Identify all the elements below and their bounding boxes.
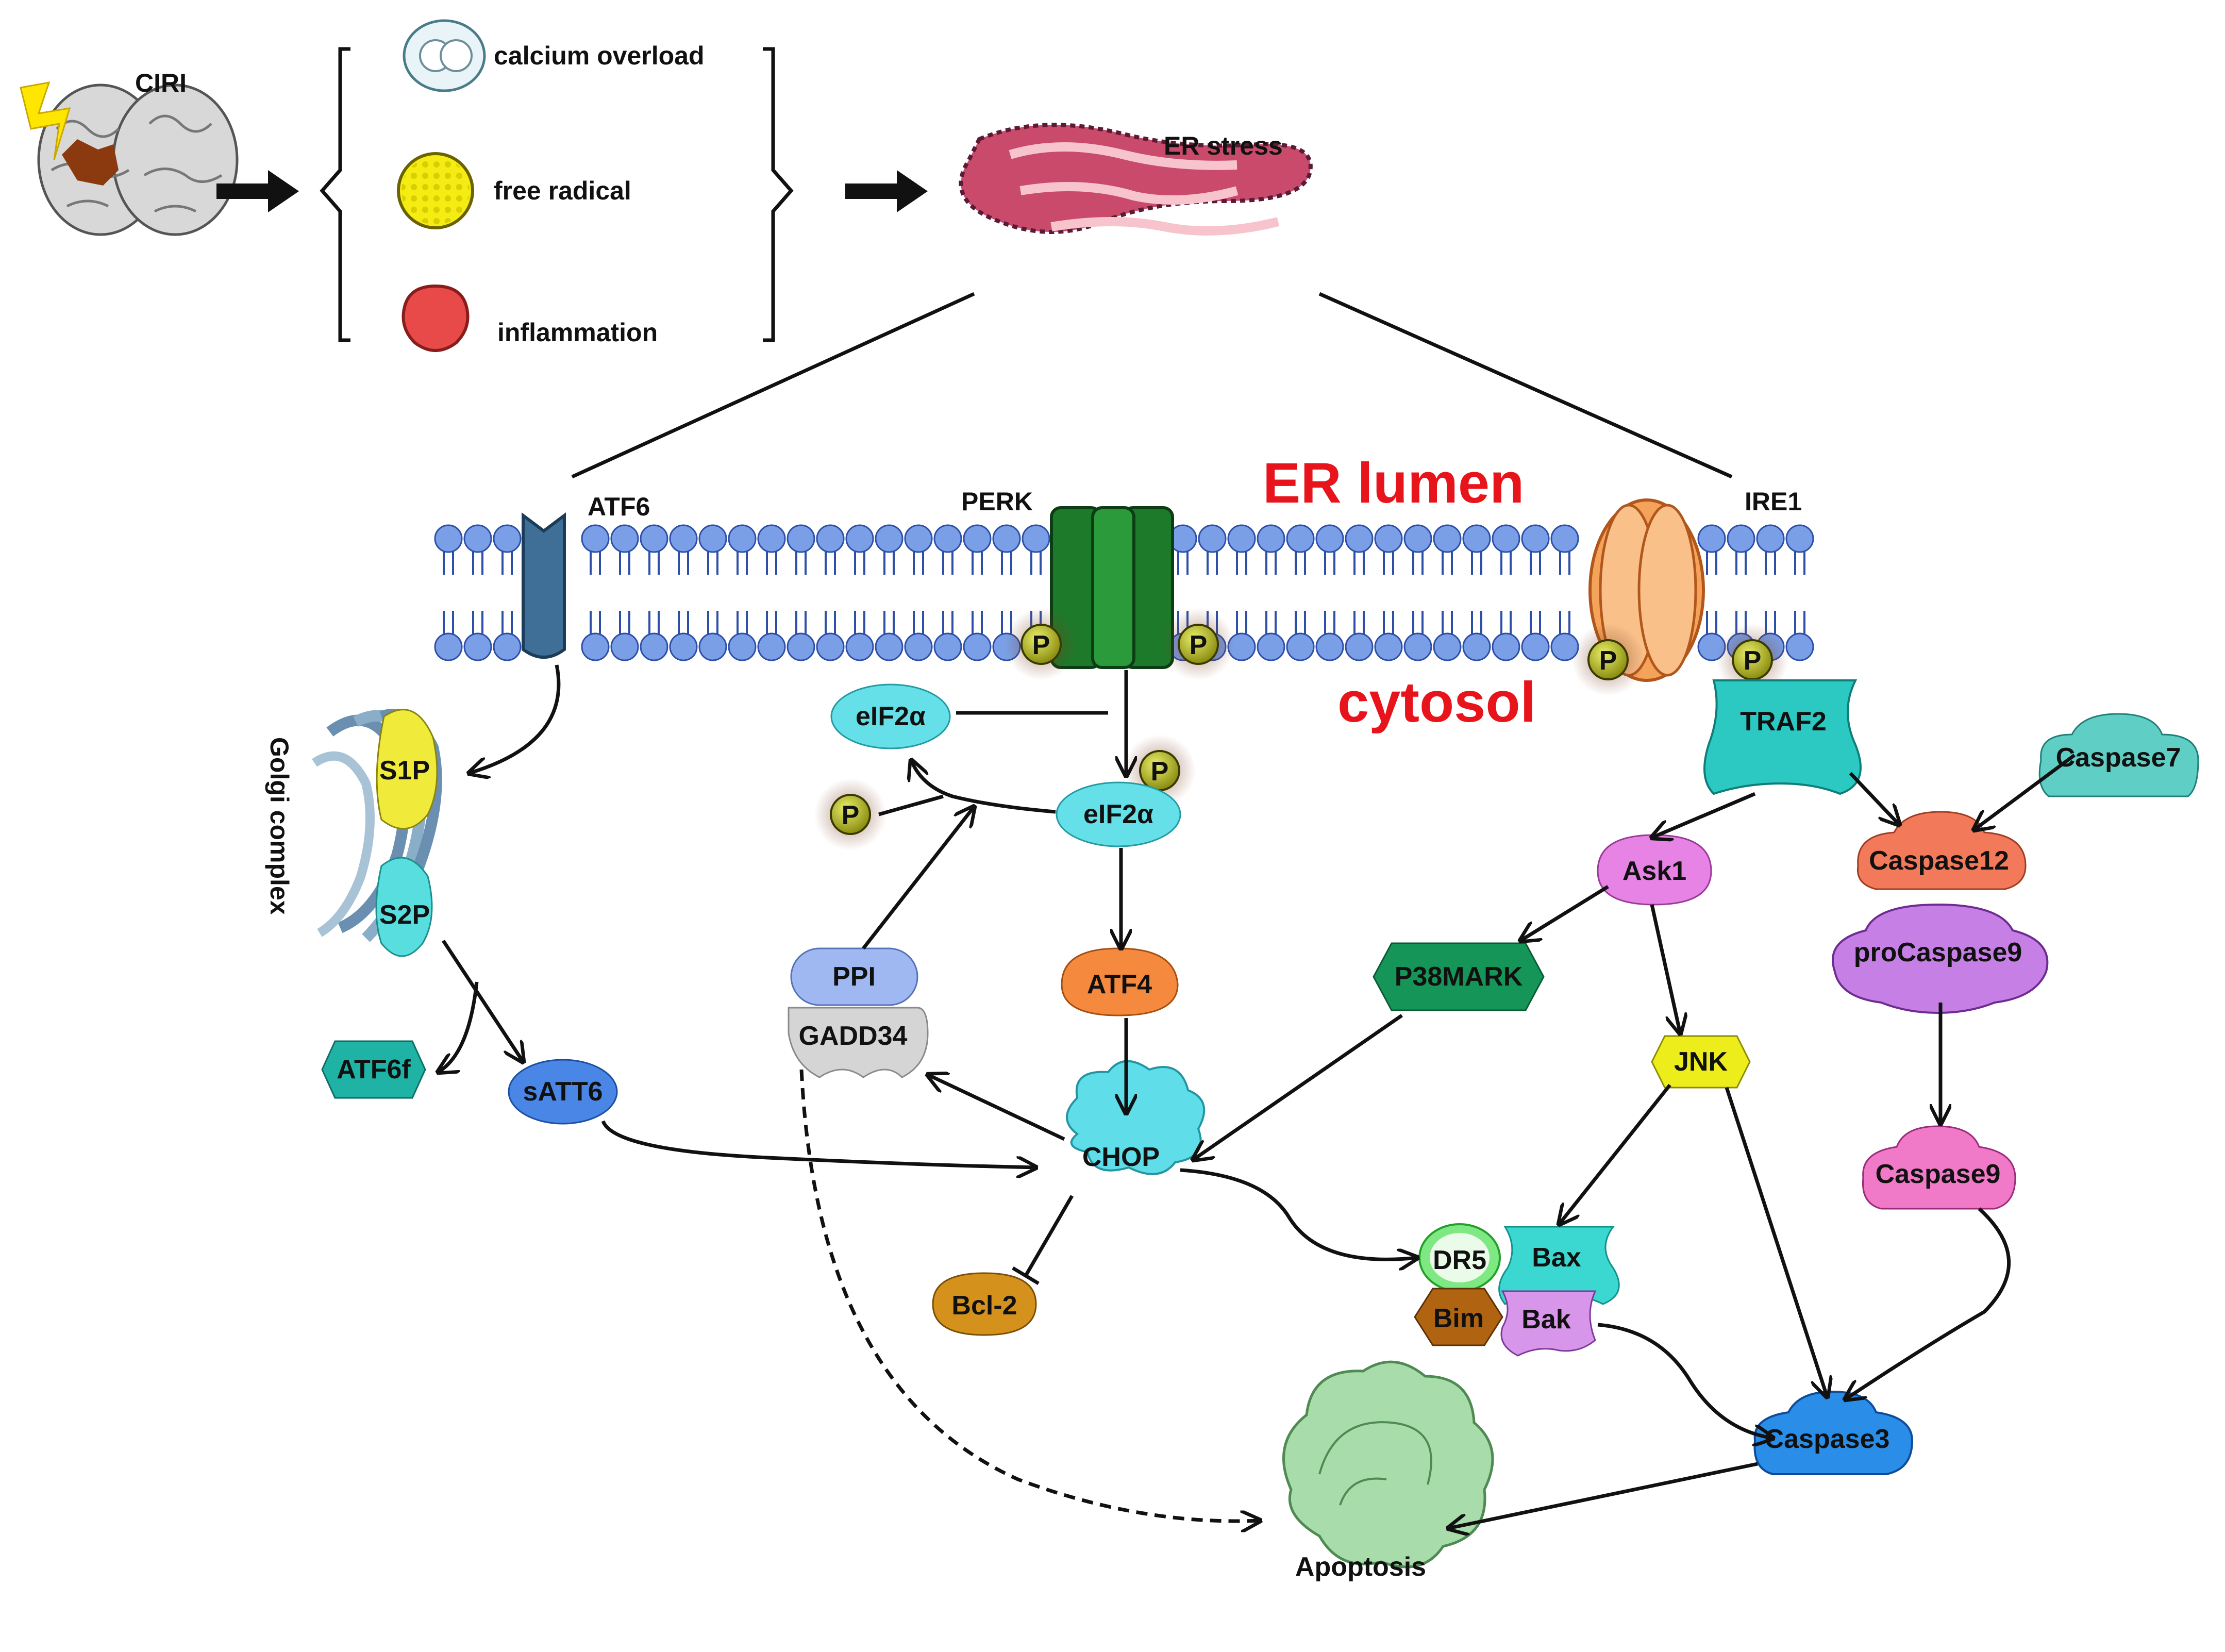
phosphate-label: P xyxy=(1744,646,1762,676)
er-membrane xyxy=(434,524,1814,661)
caspase7-node: Caspase7 xyxy=(2038,713,2199,797)
bim-label: Bim xyxy=(1433,1304,1484,1333)
phosphate-label: P xyxy=(1599,646,1617,676)
chop-label: CHOP xyxy=(1082,1142,1160,1172)
jnk-label: JNK xyxy=(1674,1047,1728,1077)
right-brace xyxy=(763,47,794,342)
er-lumen-label: ER lumen xyxy=(1263,452,1524,515)
apoptosis-node: Apoptosis xyxy=(1282,1360,1494,1582)
perk-label: PERK xyxy=(961,487,1033,516)
gadd34-label: GADD34 xyxy=(799,1021,908,1051)
phosphate-icon: P xyxy=(1162,608,1234,680)
caspase3-label: Caspase3 xyxy=(1765,1424,1890,1454)
caspase7-label: Caspase7 xyxy=(2056,743,2181,773)
atf6-label: ATF6 xyxy=(588,492,650,521)
chop-node: CHOP xyxy=(1066,1060,1206,1175)
left-brace xyxy=(320,47,350,342)
s2p-label: S2P xyxy=(379,900,430,930)
gadd34-node: GADD34 xyxy=(788,1007,929,1078)
brain-icon xyxy=(20,81,239,236)
ire1-receptor xyxy=(1588,498,1705,682)
cause-free-radical-label: free radical xyxy=(494,176,631,205)
traf2-label: TRAF2 xyxy=(1740,707,1827,737)
caspase12-label: Caspase12 xyxy=(1869,846,2009,876)
phosphate-label: P xyxy=(1190,630,1208,660)
zoom-line-right xyxy=(1318,292,1733,479)
phosphate-icon: P xyxy=(814,778,886,850)
atf4-label: ATF4 xyxy=(1087,970,1152,999)
atf6f-label: ATF6f xyxy=(337,1055,411,1084)
bak-node: Bak xyxy=(1500,1290,1597,1357)
ask1-label: Ask1 xyxy=(1622,856,1686,886)
traf2-node: TRAF2 xyxy=(1703,679,1862,795)
s2p-node: S2P xyxy=(375,857,433,957)
phosphate-label: P xyxy=(1151,757,1169,787)
bim-node: Bim xyxy=(1414,1288,1503,1346)
cause-calcium-label: calcium overload xyxy=(494,41,705,70)
phosphate-icon: P xyxy=(1572,624,1644,696)
arrow-right-icon xyxy=(216,170,299,212)
procaspase9-node: proCaspase9 xyxy=(1832,903,2049,1014)
bax-node: Bax xyxy=(1498,1226,1620,1305)
atf6-receptor xyxy=(522,512,566,659)
p38-label: P38MARK xyxy=(1395,962,1523,992)
eif2a-top-label: eIF2α xyxy=(856,702,926,731)
er-stress-icon xyxy=(959,123,1313,236)
free-radical-icon xyxy=(397,152,474,229)
phosphate-icon: P xyxy=(1005,608,1077,680)
satt6-label: sATT6 xyxy=(523,1077,603,1107)
ciri-label: CIRI xyxy=(135,69,187,97)
golgi-label: Golgi complex xyxy=(265,737,294,915)
caspase9-label: Caspase9 xyxy=(1876,1159,2001,1189)
phosphate-label: P xyxy=(842,800,860,830)
ppi-node: PPI xyxy=(790,947,918,1006)
bcl2-node: Bcl-2 xyxy=(932,1272,1037,1336)
jnk-node: JNK xyxy=(1651,1035,1751,1089)
cause-inflammation-label: inflammation xyxy=(497,318,658,347)
ppi-label: PPI xyxy=(832,962,876,992)
dr5-label: DR5 xyxy=(1433,1245,1486,1275)
cytosol-label: cytosol xyxy=(1337,671,1536,734)
atf4-node: ATF4 xyxy=(1061,947,1179,1016)
procaspase9-label: proCaspase9 xyxy=(1854,938,2022,967)
p38-node: P38MARK xyxy=(1373,942,1545,1011)
bak-label: Bak xyxy=(1521,1305,1570,1334)
phosphate-icon: P xyxy=(1716,624,1788,696)
ask1-node: Ask1 xyxy=(1597,834,1712,906)
satt6-node: sATT6 xyxy=(508,1059,618,1125)
arrow-right-icon xyxy=(845,170,928,212)
er-stress-label: ER stress xyxy=(1164,131,1283,160)
zoom-line-left xyxy=(571,292,975,479)
eif2a-node: eIF2α xyxy=(830,683,951,749)
s1p-label: S1P xyxy=(379,756,430,786)
caspase9-node: Caspase9 xyxy=(1862,1125,2016,1210)
eif2a-phospho-label: eIF2α xyxy=(1083,799,1153,829)
bcl2-label: Bcl-2 xyxy=(951,1291,1017,1321)
bax-label: Bax xyxy=(1532,1243,1581,1273)
ire1-label: IRE1 xyxy=(1745,487,1802,516)
phosphate-label: P xyxy=(1032,630,1050,660)
caspase12-node: Caspase12 xyxy=(1856,811,2027,890)
dr5-node: DR5 xyxy=(1418,1223,1501,1292)
atf6f-node: ATF6f xyxy=(321,1040,426,1099)
edges xyxy=(438,664,2076,1528)
eif2a-phospho-node: eIF2α xyxy=(1056,781,1181,847)
inflammation-icon xyxy=(401,284,470,352)
s1p-node: S1P xyxy=(376,709,438,830)
calcium-icon xyxy=(403,19,486,92)
apoptosis-label: Apoptosis xyxy=(1295,1552,1426,1582)
caspase3-node: Caspase3 xyxy=(1753,1390,1914,1475)
